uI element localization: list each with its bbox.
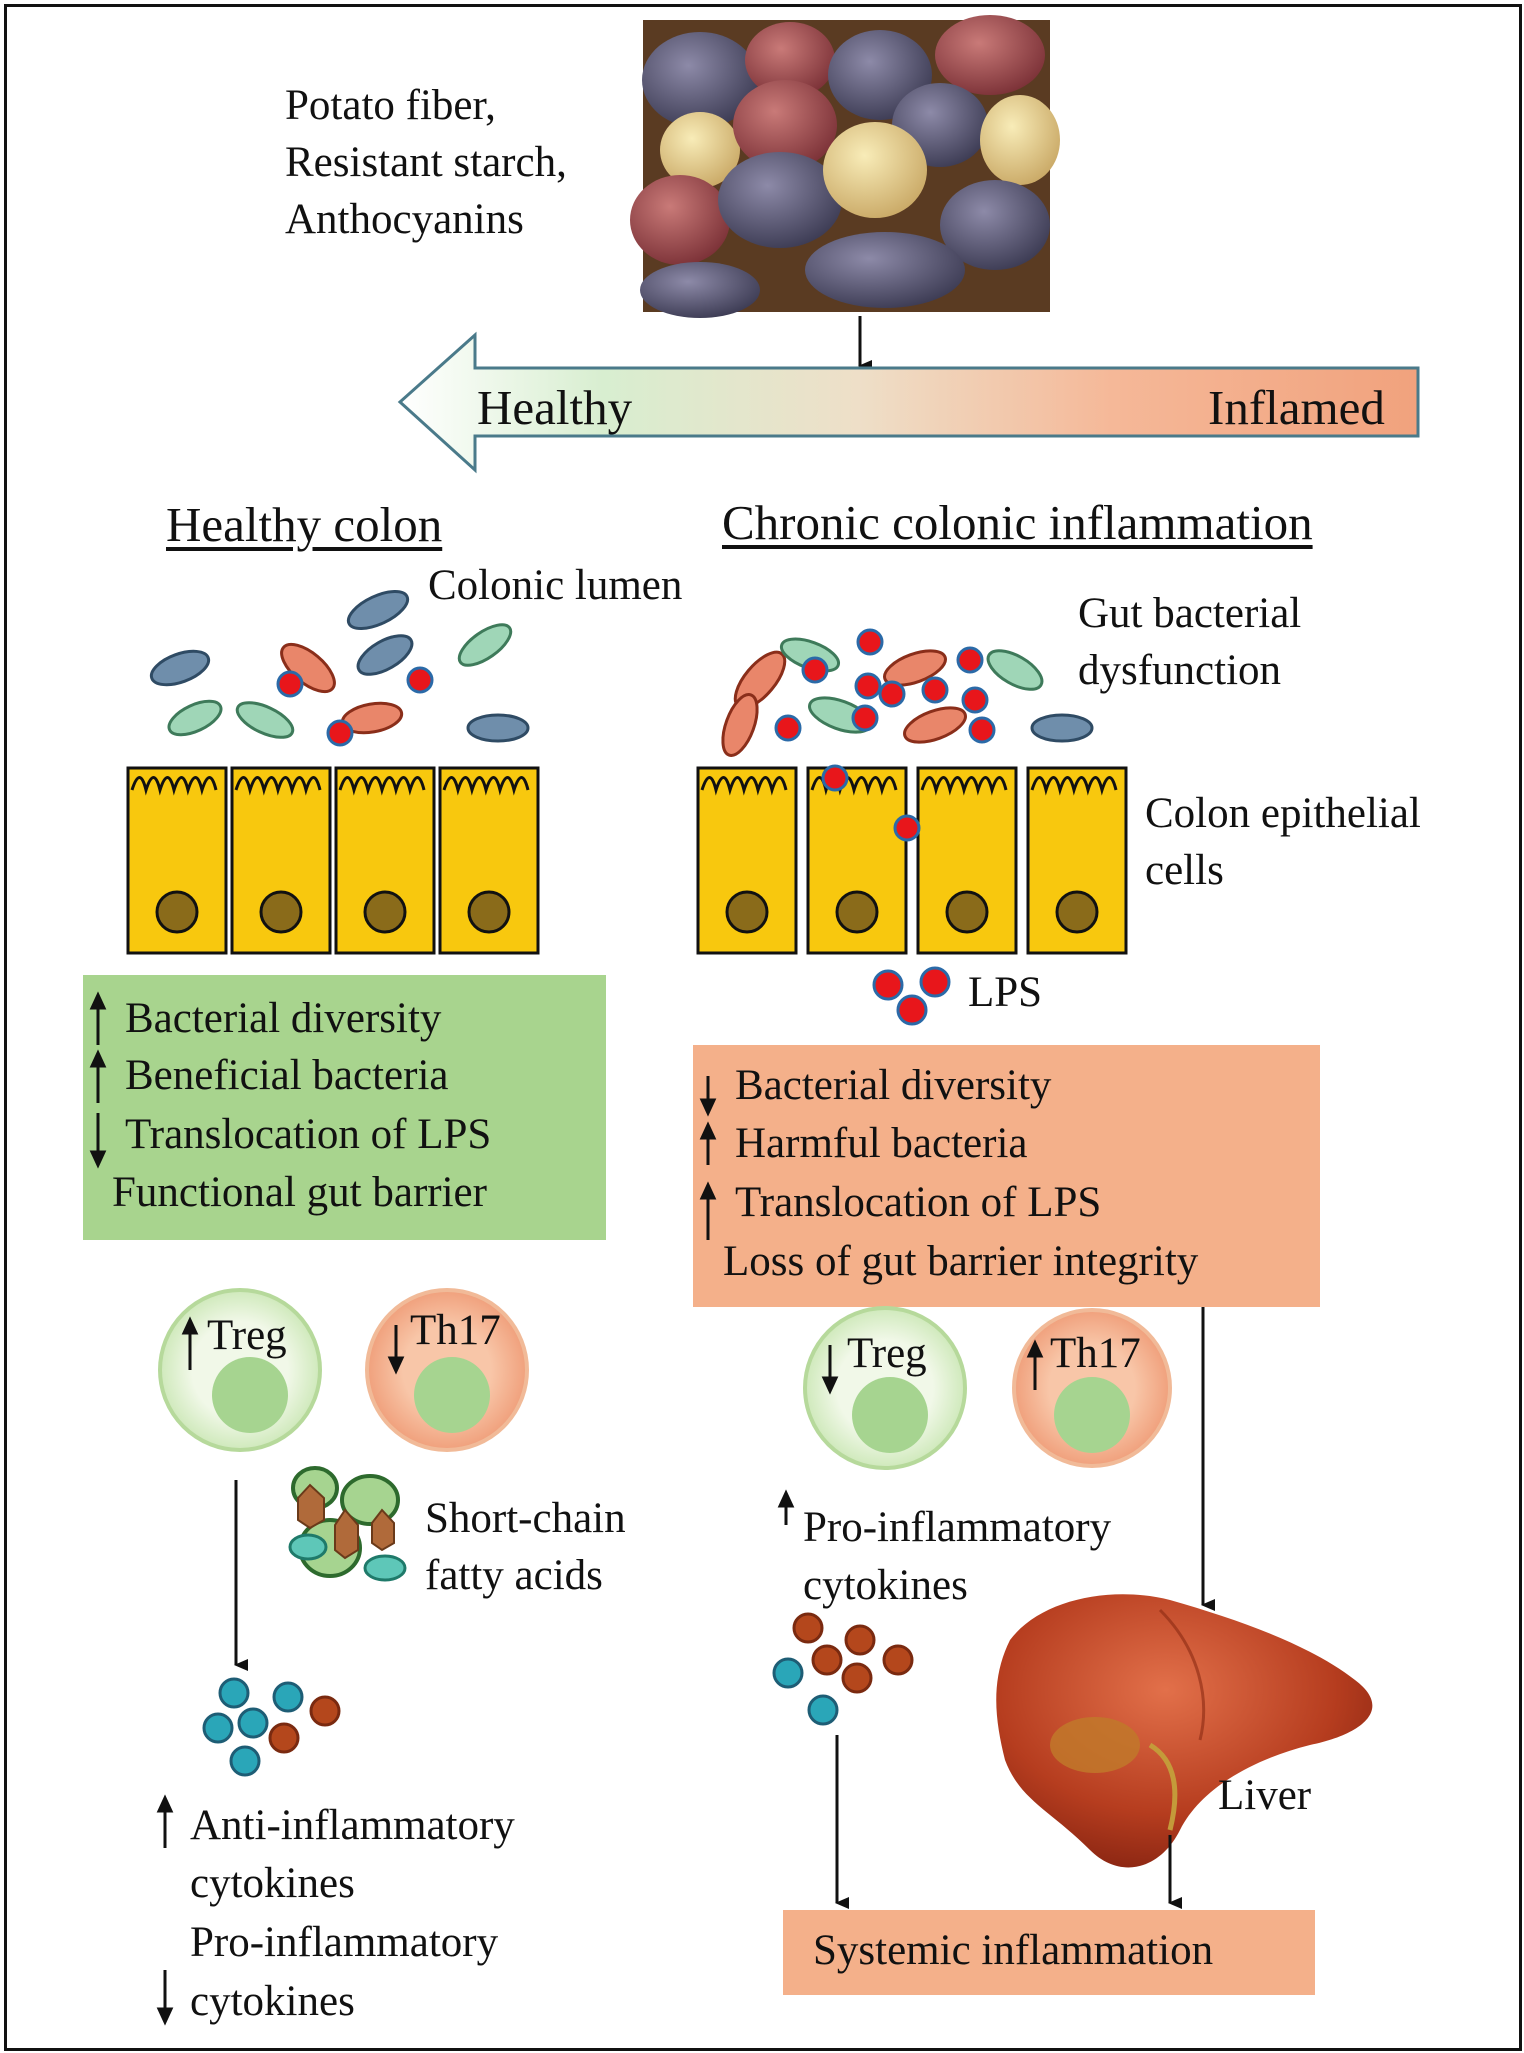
healthy-summary-box: [83, 975, 606, 1240]
figure-border: [4, 4, 1522, 2051]
scfa-icon: [288, 1466, 407, 1582]
dietary-components-label-3: Anthocyanins: [285, 196, 524, 243]
right-cytokine-label-2: cytokines: [803, 1562, 968, 1609]
inflamed-summary-3: Translocation of LPS: [735, 1179, 1102, 1226]
dietary-components-label-2: Resistant starch,: [285, 139, 567, 186]
scfa-label-1: Short-chain: [425, 1495, 626, 1542]
healthy-inflamed-arrow: [397, 331, 1420, 474]
right-th17-nucleus: [1054, 1377, 1130, 1453]
inflamed-summary-2: Harmful bacteria: [735, 1120, 1028, 1167]
gut-bacterial-label-1: Gut bacterial: [1078, 590, 1302, 637]
inflamed-summary-4: Loss of gut barrier integrity: [723, 1238, 1199, 1285]
left-th17-label: Th17: [410, 1307, 501, 1354]
right-th17-label: Th17: [1050, 1330, 1141, 1377]
healthy-arrow-label: Healthy: [477, 380, 633, 435]
dietary-components-label-1: Potato fiber,: [285, 82, 496, 129]
inflamed-summary-1: Bacterial diversity: [735, 1062, 1052, 1109]
healthy-colon-title: Healthy colon: [166, 497, 443, 552]
healthy-summary-2: Beneficial bacteria: [125, 1052, 449, 1099]
indicator-arrows: [89, 991, 1044, 2026]
left-epithelium: [126, 766, 540, 955]
colonic-lumen-label: Colonic lumen: [428, 562, 683, 609]
left-outcome-4: cytokines: [190, 1978, 355, 2025]
right-cytokines: [772, 1612, 914, 1726]
healthy-summary-1: Bacterial diversity: [125, 995, 442, 1042]
liver-illustration: [996, 1594, 1373, 1868]
scfa-label-2: fatty acids: [425, 1552, 603, 1599]
left-treg-label: Treg: [207, 1312, 287, 1359]
left-outcome-3: Pro-inflammatory: [190, 1919, 499, 1966]
systemic-inflammation-box: [783, 1910, 1315, 1995]
right-cytokine-label-1: Pro-inflammatory: [803, 1504, 1112, 1551]
systemic-inflammation-label: Systemic inflammation: [813, 1927, 1214, 1974]
colon-epithelial-label-2: cells: [1145, 847, 1224, 894]
healthy-summary-3: Translocation of LPS: [125, 1111, 492, 1158]
left-treg-nucleus: [212, 1357, 288, 1433]
chronic-inflammation-title: Chronic colonic inflammation: [722, 495, 1313, 550]
inflamed-summary-box: [693, 1045, 1320, 1307]
inflamed-arrow-label: Inflamed: [1208, 380, 1385, 435]
left-th17-nucleus: [414, 1357, 490, 1433]
liver-label: Liver: [1218, 1772, 1312, 1819]
lps-dots: [872, 966, 951, 1026]
colon-epithelial-label-1: Colon epithelial: [1145, 790, 1421, 837]
left-cytokines: [202, 1677, 341, 1777]
right-treg-nucleus: [852, 1377, 928, 1453]
left-outcome-2: cytokines: [190, 1860, 355, 1907]
lps-label: LPS: [968, 969, 1043, 1016]
right-bacteria: [721, 628, 1094, 757]
left-bacteria: [149, 589, 530, 747]
gut-bacterial-label-2: dysfunction: [1078, 647, 1282, 694]
healthy-summary-4: Functional gut barrier: [112, 1169, 487, 1216]
right-epithelium: [696, 764, 1128, 955]
left-outcome-1: Anti-inflammatory: [190, 1802, 515, 1849]
potato-photo: [630, 15, 1060, 318]
right-treg-label: Treg: [847, 1330, 927, 1377]
